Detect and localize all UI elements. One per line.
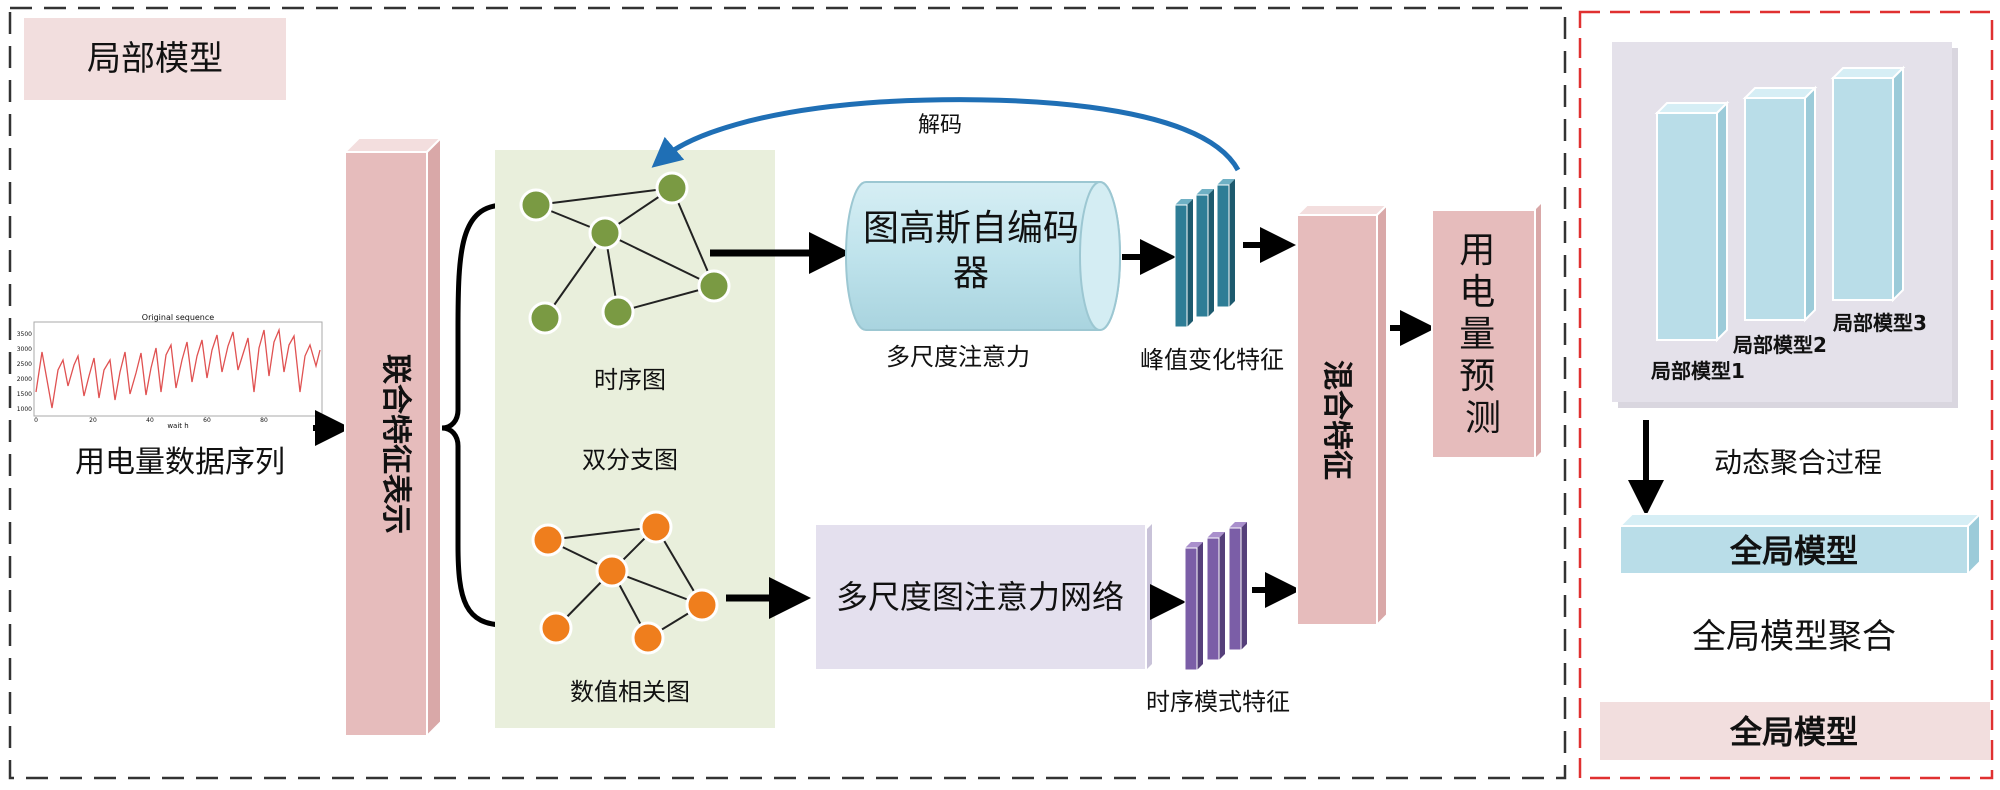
local-model-3-label: 局部模型3 [1832,311,1927,335]
local-panel-border [8,6,1567,780]
mixed-feature-label: 混合特征 [1319,360,1354,480]
prediction-block [1431,204,1541,459]
global-panel-title-box [1600,702,1990,760]
temporal-pattern-label: 时序模式特征 [1146,688,1290,716]
input-sequence-chart: Original sequence 3500 3000 2500 2000 1500 10… [17,313,323,430]
joint-feature-label: 联合特征表示 [378,354,413,534]
local-panel-title: 局部模型 [87,39,223,79]
mini-chart-ytick: 2500 [17,361,32,368]
mini-chart-xlabel: wait h [167,422,188,430]
mini-chart-yticks: 3500 3000 2500 2000 1500 1000 [17,331,32,413]
local-panel-title-box [24,18,286,100]
aggregation-process-label: 动态聚合过程 [1714,446,1882,479]
local-model-bars [1654,65,1906,343]
mini-chart-xtick: 20 [89,417,97,424]
prediction-label-vertical: 用 电 量 预 测 [1459,230,1506,439]
global-panel-title: 全局模型 [1729,713,1858,751]
mini-chart-ytick: 1000 [17,406,32,413]
mini-chart-title: Original sequence [142,313,214,322]
temporal-pattern-bars [1184,522,1247,671]
mini-chart-ytick: 3000 [17,346,32,353]
joint-feature-block [342,135,444,739]
gae-cylinder [845,181,1121,331]
global-panel-border [1578,10,1994,780]
mini-chart-line [35,327,321,409]
peak-feature-bars [1174,179,1235,328]
mixed-feature-block [1294,202,1390,628]
temporal-graph [519,171,731,335]
global-aggregation-label: 全局模型聚合 [1692,617,1896,657]
msgat-label: 多尺度图注意力网络 [836,578,1124,616]
branch-brace [441,202,506,628]
mini-chart-xtick: 40 [146,417,154,424]
msgat-block [814,523,1152,671]
decode-label: 解码 [918,113,962,138]
mini-chart-xtick: 60 [203,417,211,424]
mini-chart-ytick: 2000 [17,376,32,383]
local-model-2-label: 局部模型2 [1732,333,1827,357]
gae-label-line2: 器 [953,253,989,294]
global-model-bar-label: 全局模型 [1729,532,1858,570]
peak-feature-label: 峰值变化特征 [1140,346,1284,374]
decode-arrow [651,97,1241,172]
mini-chart-xtick: 80 [260,417,268,424]
gae-sublabel: 多尺度注意力 [886,343,1030,371]
mini-chart-ytick: 1500 [17,391,32,398]
branch-title: 双分支图 [582,446,678,474]
input-sequence-label: 用电量数据序列 [75,445,285,480]
mini-chart-xticks: 0 20 40 60 80 [34,417,268,424]
value-graph-label: 数值相关图 [570,678,690,706]
local-model-1-label: 局部模型1 [1650,359,1745,383]
gae-label-line1: 图高斯自编码 [863,208,1079,249]
value-correlation-graph [531,510,719,655]
mini-chart-xtick: 0 [34,417,38,424]
global-model-bar [1617,511,1983,577]
mini-chart-ytick: 3500 [17,331,32,338]
temporal-graph-label: 时序图 [594,366,666,394]
